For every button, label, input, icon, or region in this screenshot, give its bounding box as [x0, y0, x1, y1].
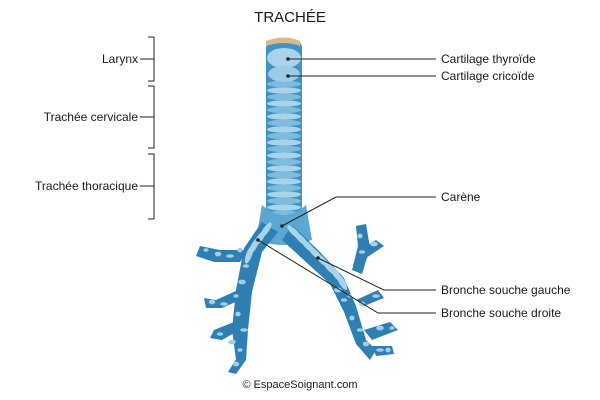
left-bronchus-trunk — [282, 225, 376, 360]
right-main-bronchus — [196, 222, 278, 374]
label-cartilage-cricoide: Cartilage cricoïde — [441, 69, 535, 83]
label-carene: Carène — [441, 190, 481, 204]
bronchial-spot — [237, 247, 243, 253]
tracheal-ring — [267, 80, 301, 88]
cricoid-cartilage — [268, 66, 300, 82]
leader-bronche-gauche — [317, 257, 436, 291]
bronchial-spot — [356, 328, 364, 332]
tracheal-ring — [267, 100, 301, 107]
leader-carene — [281, 196, 436, 227]
leader-bronche-droite — [257, 239, 436, 314]
tracheal-ring — [267, 106, 301, 114]
tracheal-ring — [267, 184, 301, 192]
tracheal-ring — [267, 197, 301, 205]
bronchial-spot — [238, 279, 246, 285]
bronchial-spot — [389, 326, 395, 330]
bronchial-spot — [240, 328, 248, 332]
diagram-title: TRACHÉE — [254, 9, 326, 26]
label-bronche-souche-gauche: Bronche souche gauche — [441, 283, 571, 297]
copyright-text: © EspaceSoignant.com — [242, 379, 357, 391]
right-upper-branch — [196, 246, 248, 262]
label-larynx: Larynx — [102, 52, 138, 66]
bronchial-spot — [214, 251, 222, 257]
right-lower-branch — [210, 322, 236, 340]
label-trachee-cervicale: Trachée cervicale — [44, 110, 139, 124]
bronchial-spot — [226, 254, 234, 258]
label-cartilage-thyroide: Cartilage thyroïde — [441, 52, 536, 66]
tracheal-ring — [267, 126, 301, 133]
leader-bronche-gauche-dot — [316, 256, 320, 260]
right-leaders — [256, 57, 436, 314]
thyroid-cartilage — [267, 48, 301, 68]
tracheal-ring — [267, 145, 301, 153]
bronchial-spot — [208, 299, 216, 305]
tracheal-ring — [267, 113, 301, 120]
tracheal-ring — [267, 165, 301, 172]
bronchial-spot — [376, 348, 384, 352]
right-bronchus-rings — [244, 222, 272, 264]
bronchial-spot — [237, 348, 243, 352]
tracheal-ring — [267, 204, 301, 211]
bronchial-spot — [372, 294, 380, 298]
bronchial-spot — [357, 233, 363, 239]
left-lower-branch — [364, 322, 398, 340]
bronchial-spots — [203, 233, 395, 367]
bronchial-spot — [228, 339, 236, 345]
bronchial-spot — [220, 302, 228, 306]
left-bronchus-rings — [287, 225, 348, 290]
tracheal-ring — [267, 87, 301, 94]
bronchial-spot — [376, 325, 384, 331]
bronchial-spot — [216, 332, 224, 336]
bronchial-ring — [336, 274, 348, 290]
tracheal-ring — [267, 158, 301, 166]
tracheal-ring — [267, 152, 301, 159]
bronchial-spot — [203, 248, 209, 252]
bronchial-spot — [362, 341, 370, 347]
tracheal-ring — [267, 119, 301, 127]
left-brackets — [140, 36, 155, 220]
bronchial-spot — [232, 361, 240, 367]
leader-carene-dot — [280, 224, 284, 228]
tracheal-ring — [267, 93, 301, 101]
bronchial-spot — [370, 241, 378, 247]
label-bronche-souche-droite: Bronche souche droite — [441, 306, 561, 320]
tracheal-ring — [267, 191, 301, 198]
trachea-top-cap — [266, 37, 300, 46]
tracheal-ring — [267, 139, 301, 146]
bronchial-ring — [244, 246, 254, 264]
trachea — [266, 37, 302, 224]
tracheal-ring — [267, 178, 301, 185]
bronchial-spot — [235, 311, 241, 317]
leader-cricoide-dot — [286, 74, 290, 78]
bronchial-spot — [233, 294, 239, 298]
tracheal-ring — [267, 171, 301, 179]
bronchial-spot — [358, 250, 366, 254]
leader-bronche-droite-dot — [256, 238, 260, 242]
leader-thyroide-dot — [286, 57, 290, 61]
bronchial-spot — [334, 287, 342, 293]
tracheal-ring — [267, 132, 301, 140]
bronchial-spot — [349, 315, 355, 321]
bronchial-spot — [340, 298, 348, 302]
label-trachee-thoracique: Trachée thoracique — [35, 179, 138, 193]
bronchial-spot — [385, 347, 391, 353]
bronchial-spot — [242, 264, 250, 268]
